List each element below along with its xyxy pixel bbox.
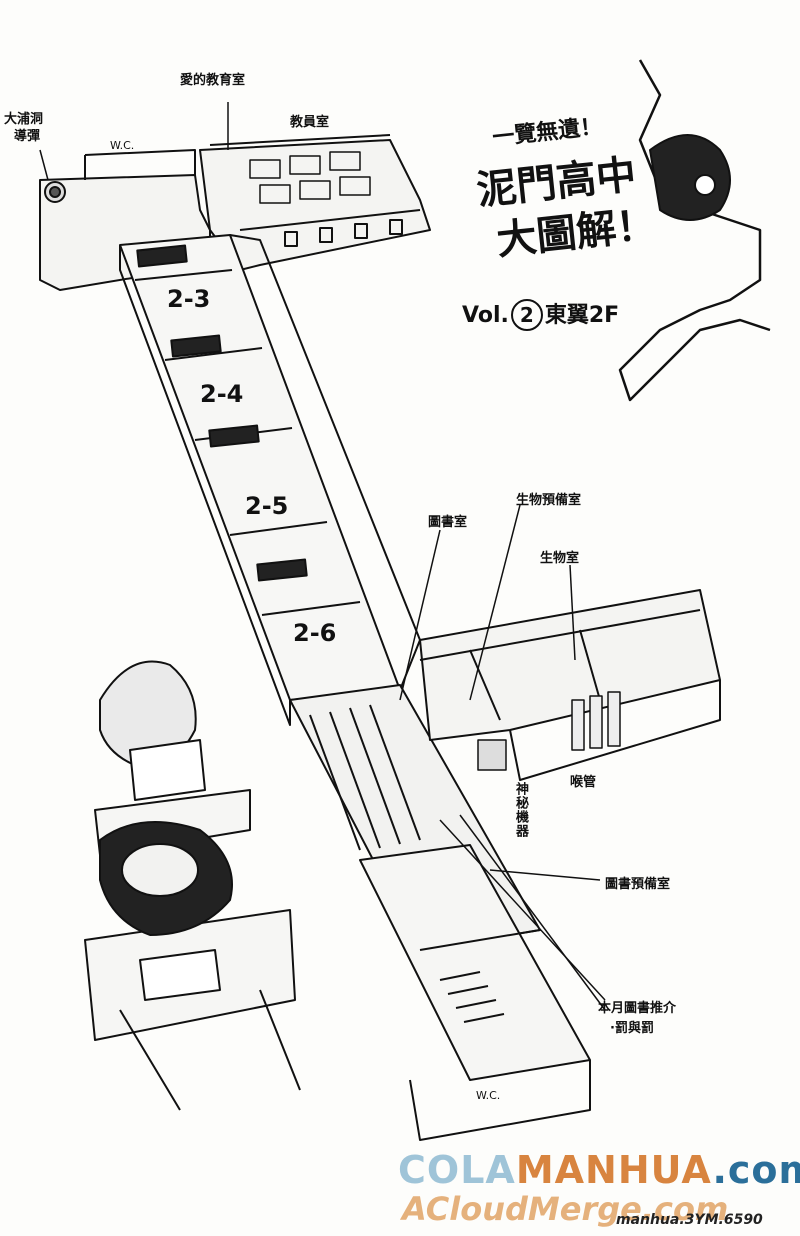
label-library: 圖書室 [428, 515, 468, 530]
watermark-dotcom: .com [712, 1148, 800, 1192]
room-label-2-4: 2-4 [200, 380, 244, 408]
label-monthly-book-2: ·罰與罰 [610, 1021, 654, 1036]
watermark-cola-manhua: COLAMANHUA.com [398, 1148, 800, 1192]
label-wc-top: W.C. [110, 139, 135, 152]
label-bio-prep-room: 生物預備室 [516, 493, 582, 508]
room-label-2-5: 2-5 [245, 492, 289, 520]
watermark-acloudmerge: ACloudMerge.com [402, 1190, 729, 1228]
volume-prefix: Vol. [462, 303, 509, 328]
label-staff-room: 教員室 [290, 115, 330, 130]
label-bio-room: 生物室 [540, 551, 580, 566]
room-label-2-6: 2-6 [293, 619, 337, 647]
watermark-cola: COLA [398, 1148, 516, 1192]
watermark-manhua-site: manhua.3YM.6590 [616, 1212, 763, 1228]
label-throat-pipe: 喉管 [570, 775, 597, 790]
label-library-prep-room: 圖書預備室 [605, 877, 671, 892]
label-mystery-machine: 神秘機器 [513, 782, 528, 838]
room-label-2-3: 2-3 [167, 285, 211, 313]
label-wc-bottom: W.C. [476, 1089, 501, 1102]
watermark-manhua: MANHUA [515, 1148, 713, 1192]
label-love-education-room: 愛的教育室 [180, 73, 246, 88]
label-taura-top: 大浦洞 [4, 112, 44, 127]
label-monthly-book-1: 本月圖書推介 [598, 1001, 677, 1016]
label-taura-bottom: 導彈 [14, 129, 41, 144]
volume-suffix: 東翼2F [544, 303, 620, 328]
volume-number: 2 [510, 299, 543, 331]
